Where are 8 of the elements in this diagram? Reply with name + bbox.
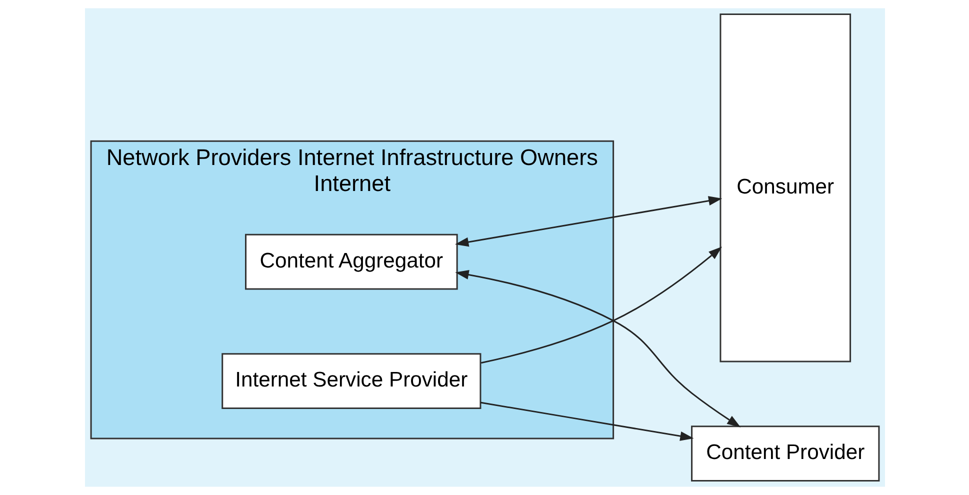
node-box: Content Provider (690, 426, 880, 482)
node-box: Content Aggregator (244, 234, 458, 290)
node-box: Internet Service Provider (221, 353, 481, 409)
arrow (480, 402, 694, 441)
arrow (454, 270, 740, 428)
node-box: Consumer (719, 14, 851, 362)
arrow (480, 246, 722, 364)
arrow (454, 196, 722, 247)
